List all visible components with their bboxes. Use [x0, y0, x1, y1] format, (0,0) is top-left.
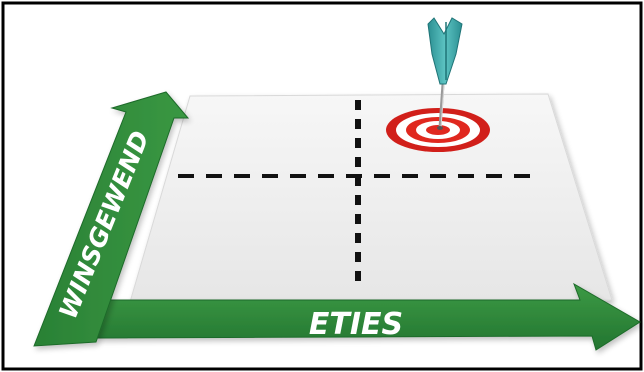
quadrant-plane [129, 93, 613, 303]
x-axis-arrow [95, 282, 641, 351]
y-axis-arrow [33, 91, 190, 347]
dart-arrow-icon [427, 17, 463, 130]
x-axis-label: ETIES [309, 307, 403, 342]
bullseye-target-icon [386, 108, 490, 152]
